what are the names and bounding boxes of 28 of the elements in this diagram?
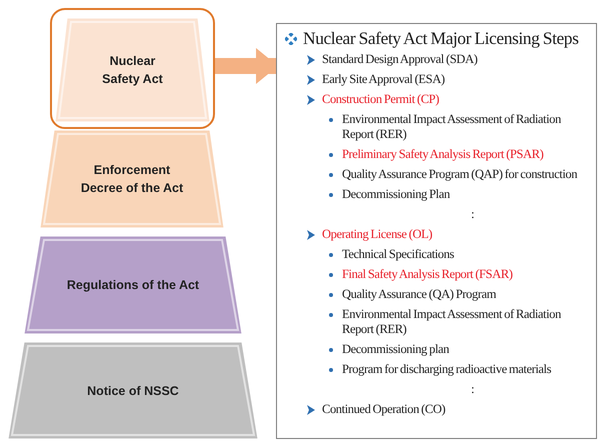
pyramid-level <box>8 342 258 439</box>
list-item: Operating License (OL) <box>322 227 432 242</box>
list-item: Program for discharging radioactive materials <box>342 362 552 376</box>
panel-heading: Nuclear Safety Act Major Licensing Steps <box>303 28 578 48</box>
arrow <box>214 48 278 84</box>
list-item: Decommissioning Plan <box>342 186 450 202</box>
list-item: Technical Specifications <box>342 247 454 262</box>
ellipsis-mark: : <box>471 382 474 396</box>
ellipsis-mark: : <box>471 207 474 222</box>
level-label: Notice of NSSC <box>87 382 179 400</box>
list-item: Construction Permit (CP) <box>322 92 439 107</box>
list-item: Quality Assurance (QA) Program <box>342 287 496 302</box>
level-label: Regulations of the Act <box>66 276 200 294</box>
list-panel <box>276 23 597 439</box>
pyramid-level <box>24 236 242 334</box>
pyramid-level <box>40 130 224 228</box>
list-item: Final Safety Analysis Report (FSAR) <box>342 267 512 282</box>
pyramid-level <box>55 18 210 122</box>
list-item: Environmental Impact Assessment of Radiation Report (RER) <box>342 307 562 336</box>
list-item: Standard Design Approval (SDA) <box>322 52 478 67</box>
list-item: Early Site Approval (ESA) <box>322 72 445 87</box>
list-item: Preliminary Safety Analysis Report (PSAR) <box>342 146 544 162</box>
list-item: Decommissioning plan <box>342 342 449 356</box>
level-label: Enforcement Decree of the Act <box>80 162 184 197</box>
list-item: Continued Operation (CO) <box>322 402 446 417</box>
list-item: Environmental Impact Assessment of Radiation Report (RER) <box>342 112 562 142</box>
list-item: Quality Assurance Program (QAP) for construction <box>342 166 578 182</box>
level-label: Nuclear Safety Act <box>101 52 164 88</box>
